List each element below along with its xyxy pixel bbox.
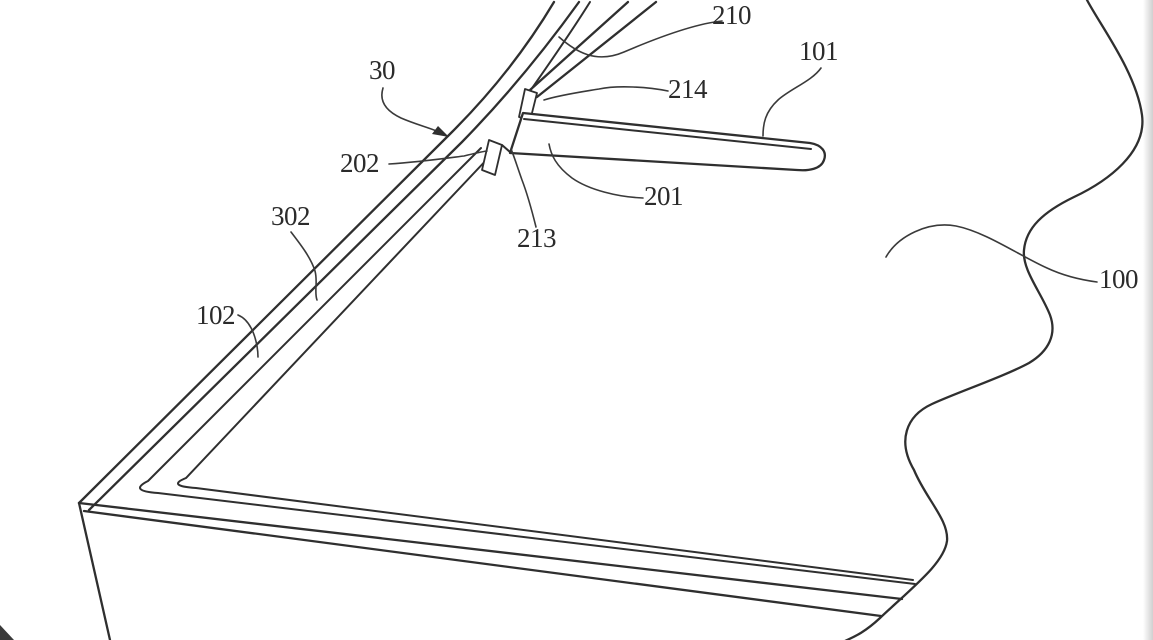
leader-102: [237, 314, 259, 358]
screen-edge-line-inner: [177, 154, 914, 581]
scan-artifact-mark: [0, 625, 14, 640]
leader-210: [558, 20, 723, 58]
device-front-top-edge: [77, 501, 904, 601]
tab-connector-lower: [501, 144, 511, 153]
attachment-flap-line-1: [528, 0, 630, 92]
leader-lines: [237, 20, 1098, 358]
leader-30-arrowhead: [432, 126, 449, 137]
device-front-chamfer-line: [82, 509, 883, 618]
ref-label-102: 102: [196, 300, 236, 330]
wavy-break-line: [844, 0, 1144, 640]
ref-label-213: 213: [517, 223, 557, 253]
leader-100: [885, 224, 1098, 283]
device-outer-edge-line: [77, 0, 556, 505]
stylus-top-highlight-line: [523, 118, 812, 150]
leader-202: [388, 150, 488, 165]
leader-201: [548, 143, 644, 199]
break-line-group: [844, 0, 1144, 640]
stylus-body: [508, 111, 826, 172]
retention-tab-lower: [481, 139, 503, 176]
leader-101: [762, 67, 822, 137]
ref-label-30: 30: [369, 55, 396, 85]
ref-label-214: 214: [668, 74, 708, 104]
device-body: [77, 0, 916, 640]
attachment-flap-line-2: [535, 0, 658, 99]
leader-30: [381, 87, 442, 134]
ref-label-202: 202: [340, 148, 380, 178]
leader-302: [290, 231, 318, 301]
device-edge-chamfer-line: [87, 0, 581, 512]
ref-label-210: 210: [712, 0, 752, 30]
device-left-corner-edge: [77, 501, 112, 640]
ref-label-201: 201: [644, 181, 684, 211]
ref-label-302: 302: [271, 201, 311, 231]
ref-label-101: 101: [799, 36, 839, 66]
ref-label-100: 100: [1099, 264, 1139, 294]
screen-edge-line-outer: [139, 147, 916, 585]
stylus: [508, 111, 826, 172]
leader-213: [510, 148, 537, 228]
leader-214: [543, 86, 669, 101]
